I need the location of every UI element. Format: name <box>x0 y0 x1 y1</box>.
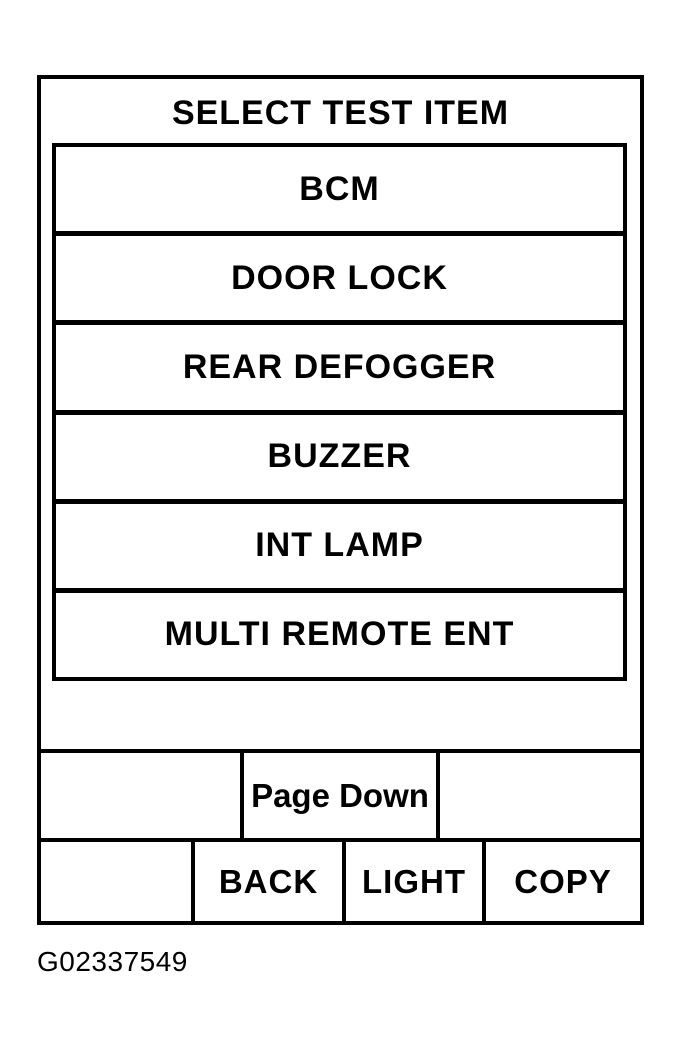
light-button[interactable]: LIGHT <box>342 842 482 921</box>
back-button[interactable]: BACK <box>191 842 342 921</box>
softkey-spacer <box>41 842 191 921</box>
page-down-button[interactable]: Page Down <box>240 753 440 838</box>
page-nav-spacer-right <box>440 753 640 838</box>
page-nav-spacer-left <box>41 753 240 838</box>
menu-item-rear-defogger[interactable]: REAR DEFOGGER <box>56 320 623 409</box>
screen-title: SELECT TEST ITEM <box>171 94 510 132</box>
scan-tool-screen: SELECT TEST ITEM BCM DOOR LOCK REAR DEFO… <box>37 75 644 925</box>
menu-item-multi-remote-ent[interactable]: MULTI REMOTE ENT <box>56 587 623 677</box>
menu-item-int-lamp[interactable]: INT LAMP <box>56 498 623 588</box>
menu-item-bcm[interactable]: BCM <box>299 169 380 208</box>
menu-item-door-lock[interactable]: DOOR LOCK <box>56 231 623 320</box>
page-nav-row: Page Down <box>41 749 640 838</box>
figure-id-label: G02337549 <box>37 946 188 977</box>
copy-button[interactable]: COPY <box>482 842 640 921</box>
softkey-row: BACK LIGHT COPY <box>41 838 640 921</box>
menu-item-buzzer[interactable]: BUZZER <box>56 409 623 499</box>
test-item-list: BCM DOOR LOCK REAR DEFOGGER BUZZER INT L… <box>52 143 627 681</box>
